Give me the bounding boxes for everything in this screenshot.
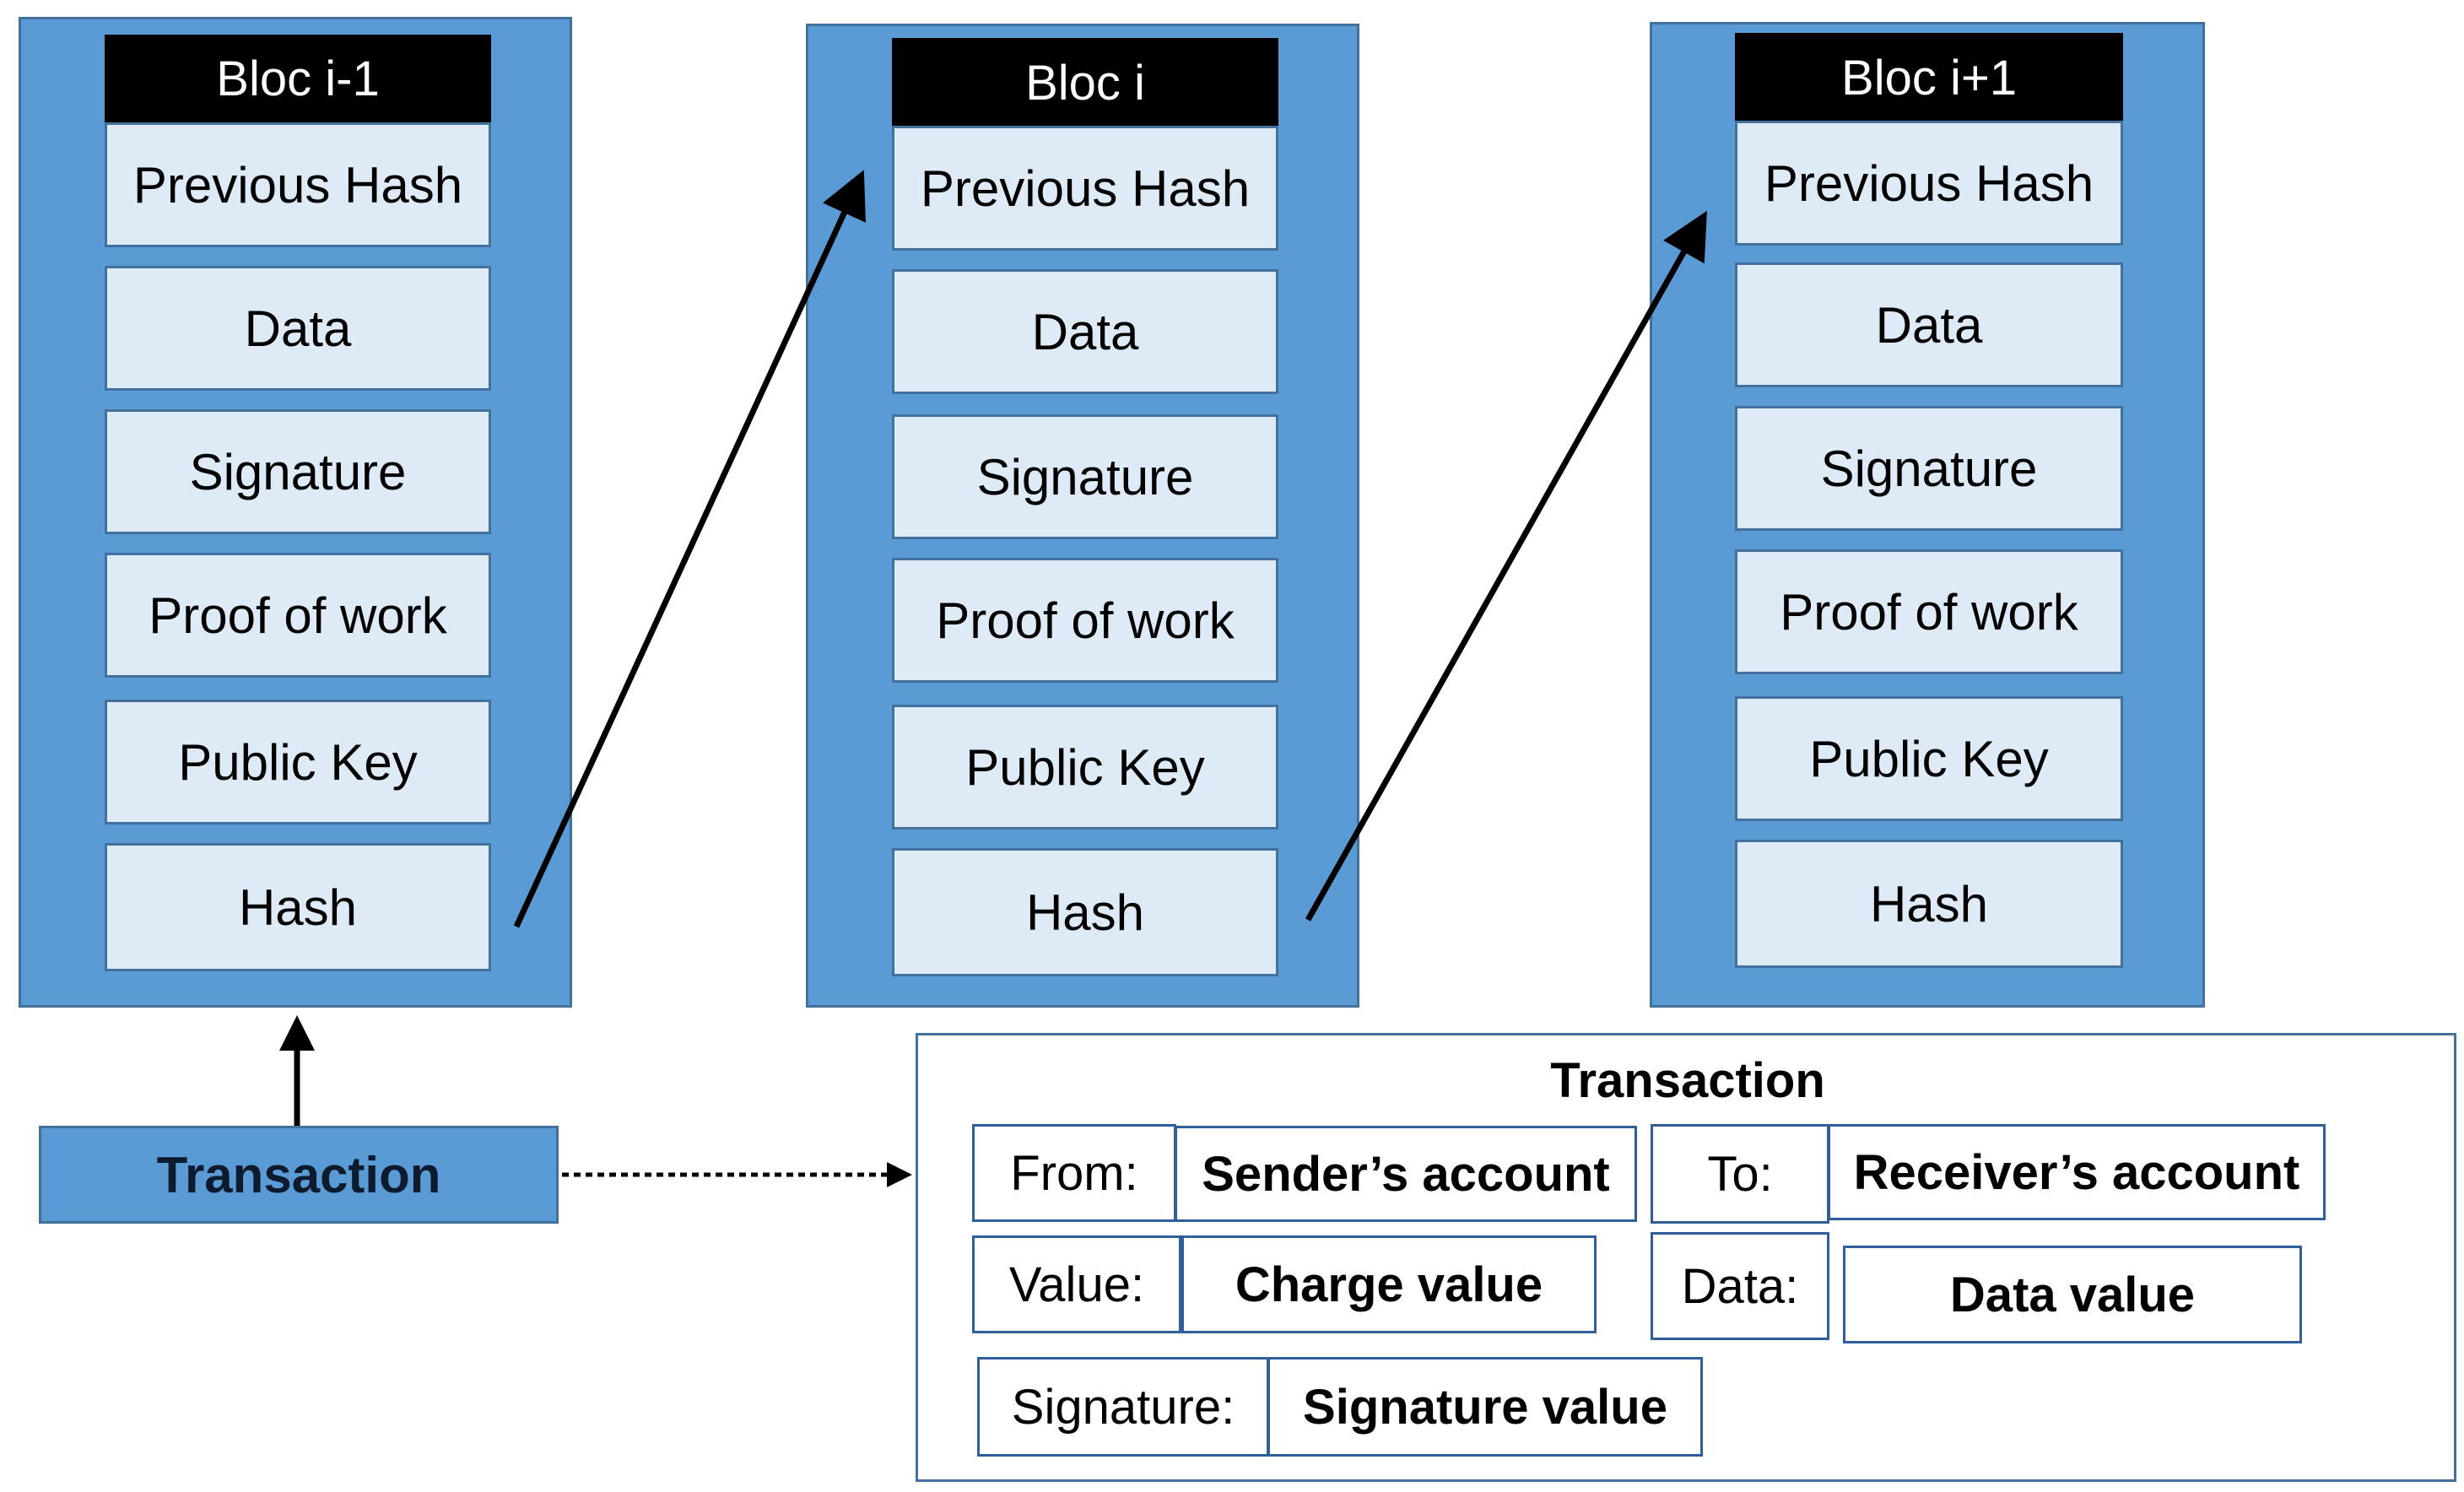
field-signature: Signature	[1735, 406, 2123, 531]
field-data: Data	[892, 269, 1278, 394]
block-title: Bloc i	[892, 38, 1278, 127]
signature-label: Signature:	[977, 1357, 1269, 1457]
value-value: Charge value	[1181, 1235, 1597, 1333]
field-data: Data	[105, 266, 491, 391]
field-previous-hash: Previous Hash	[105, 122, 491, 247]
value-label: Value:	[972, 1235, 1181, 1333]
block-title: Bloc i+1	[1735, 33, 2123, 122]
field-hash: Hash	[892, 848, 1278, 976]
hash-to-previous-hash-arrow-1	[513, 170, 866, 928]
field-proof-of-work: Proof of work	[892, 558, 1278, 683]
field-proof-of-work: Proof of work	[105, 553, 491, 678]
field-signature: Signature	[892, 414, 1278, 539]
data-label: Data:	[1651, 1232, 1829, 1340]
from-label: From:	[972, 1124, 1176, 1222]
field-public-key: Public Key	[892, 705, 1278, 830]
signature-value: Signature value	[1267, 1357, 1703, 1457]
block-title: Bloc i-1	[105, 35, 491, 122]
block-i-plus-1: Bloc i+1 Previous Hash Data Signature Pr…	[1650, 22, 2205, 1008]
data-value: Data value	[1843, 1246, 2302, 1343]
transaction-title: Transaction	[1550, 1053, 1825, 1108]
field-data: Data	[1735, 262, 2123, 387]
field-public-key: Public Key	[105, 700, 491, 824]
field-hash: Hash	[105, 843, 491, 971]
transaction-button[interactable]: Transaction	[39, 1126, 559, 1224]
block-i-minus-1: Bloc i-1 Previous Hash Data Signature Pr…	[19, 17, 572, 1008]
field-public-key: Public Key	[1735, 696, 2123, 821]
from-value: Sender’s account	[1175, 1126, 1637, 1222]
field-proof-of-work: Proof of work	[1735, 549, 2123, 674]
field-hash: Hash	[1735, 840, 2123, 968]
block-i: Bloc i Previous Hash Data Signature Proo…	[806, 24, 1359, 1008]
hash-to-previous-hash-arrow-2	[1305, 210, 1707, 922]
field-signature: Signature	[105, 409, 491, 534]
field-previous-hash: Previous Hash	[892, 126, 1278, 251]
field-previous-hash: Previous Hash	[1735, 121, 2123, 246]
to-value: Receiver’s account	[1828, 1124, 2326, 1220]
